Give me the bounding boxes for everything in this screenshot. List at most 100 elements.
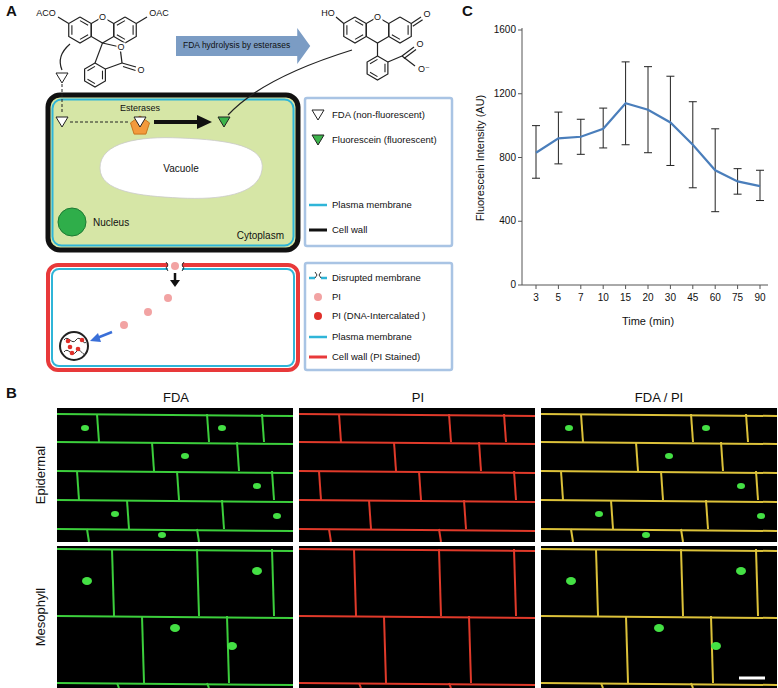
cell-outline [207,414,209,442]
atom-label: O [98,13,107,22]
atom-label: O [136,66,145,75]
micrograph [57,546,293,688]
nucleus-signal [253,483,261,489]
panel-letter: A [6,3,17,18]
cell-outline [596,549,598,616]
region-label: Cytoplasm [237,230,284,241]
nucleus-signal [181,453,189,459]
double-bond [370,72,377,76]
diffusion-line [70,121,130,122]
pi-bound-dot [70,351,75,356]
ring-bond [85,63,106,87]
fda-triangle [56,117,68,127]
axis-title: Time (min) [622,316,674,327]
membrane-gap [168,261,182,273]
cell-outline [272,471,274,500]
double-bond [117,21,125,26]
cell-outline [57,549,293,551]
tick-label: 1600 [494,25,516,35]
cell-outline [369,500,371,529]
row-label: Mesophyll [34,588,47,647]
double-bond [88,79,95,83]
cell-outline [262,414,264,442]
pi-dot [171,262,179,270]
cell-outline [319,471,321,500]
legend-symbol [315,272,321,278]
bond [58,17,69,24]
tick-mark [670,285,671,289]
cell-outline [464,500,466,529]
tick-label: 800 [499,153,516,163]
atom-label: HO [321,9,335,18]
cell-outline [227,616,229,683]
cell-part-label: Esterases [120,104,160,113]
nucleus-signal [111,511,119,517]
nucleus-signal [711,642,721,650]
tick-mark [760,285,761,289]
legend-symbol [309,277,327,280]
pi-dot [120,321,128,329]
cell-outline [541,471,777,473]
esterase-shape [130,116,149,134]
tick-label: 30 [665,293,676,303]
cell-outline [57,500,293,502]
legend-symbol [312,110,324,120]
cell-outline [299,442,535,444]
tick-label: 20 [642,293,653,303]
region-label: Vacuole [163,163,198,174]
cell-outline [299,471,535,473]
nucleus-signal [227,642,237,650]
atom-label: O [116,43,125,52]
pi-dot [144,308,152,316]
cell-outline [571,529,573,542]
micrograph [299,546,535,688]
nucleus-signal [273,513,281,519]
legend-text: Cell wall (PI Stained) [332,352,420,362]
nucleus-signal [566,577,576,585]
double-bond [408,25,409,34]
cell-outline [504,414,506,442]
cell-outline [691,414,693,442]
hydrolysis-arrow: FDA hydrolysis by esterases [176,36,297,56]
nucleus-signal [595,511,603,517]
nucleus-signal [252,567,262,575]
tick-label: 15 [620,293,631,303]
row-label: Epidermal [34,446,47,505]
nucleus-signal [565,425,573,431]
block-arrow [176,28,310,64]
legend-text: Fluorescein (fluorescent) [332,135,437,145]
legend-text: Disrupted membrane [332,273,421,283]
micrograph [541,408,777,542]
bond [404,50,416,59]
tick-label: 75 [732,293,743,303]
diffusion-line [62,84,63,114]
cell-outline [57,471,293,473]
cell-outline [177,471,179,500]
bond [402,47,414,56]
cell-outline [354,549,356,616]
legend-text: PI [332,292,341,302]
cell-outline [449,683,451,688]
cell-outline [541,500,777,502]
atom-label: O [415,40,424,49]
cell-outline [661,471,663,500]
vacuole: Vacuole [100,138,262,198]
fda-triangle [56,73,68,83]
tick-mark [558,285,559,289]
cell-outline [691,683,693,688]
ring-bond [114,17,137,43]
arrow-head [90,333,101,342]
cell-wall [48,95,298,250]
cell-outline [112,549,114,616]
nucleus-signal [81,425,89,431]
nucleus-signal [654,624,664,632]
tick-mark [625,285,626,289]
panel-letter: B [6,385,17,400]
tick-mark [648,285,649,289]
tick-label: 90 [754,293,765,303]
disruption-mark [166,262,184,271]
tick-label: 1200 [494,89,516,99]
tick-mark [536,285,537,289]
ring-bond [69,17,92,43]
